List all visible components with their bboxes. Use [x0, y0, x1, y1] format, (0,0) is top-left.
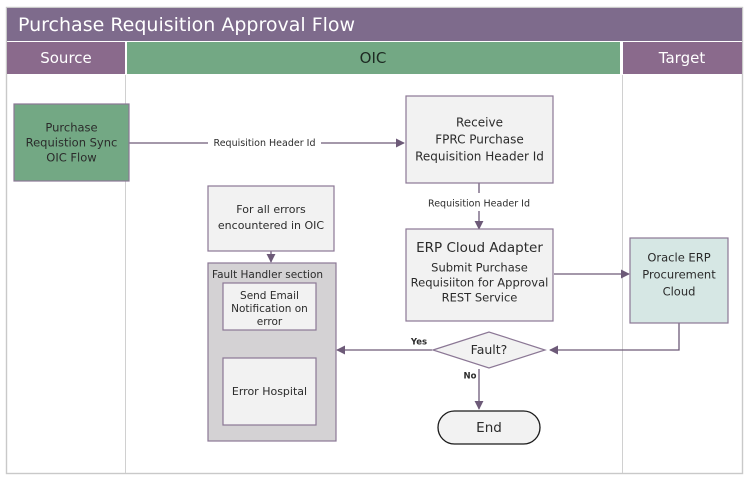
node-source-flow-line-1: Purchase — [45, 121, 97, 135]
node-oracle-erp[interactable]: Oracle ERP Procurement Cloud — [629, 237, 729, 324]
node-receive[interactable]: Receive FPRC Purchase Requisition Header… — [405, 95, 554, 184]
edge-label-requisition-header-id-1: Requisition Header Id — [214, 138, 316, 149]
node-fault-decision-label: Fault? — [471, 342, 508, 357]
node-send-email-line-3: error — [257, 316, 283, 328]
node-error-hospital[interactable]: Error Hospital — [222, 357, 317, 426]
lane-header-target — [623, 42, 742, 74]
node-error-hospital-shape — [222, 357, 317, 426]
node-source-flow[interactable]: Purchase Requistion Sync OIC Flow — [13, 103, 130, 182]
diagram-frame — [5, 6, 744, 475]
edge-label-no: No — [464, 372, 477, 382]
lane-header-source — [7, 42, 125, 74]
node-erp-adapter-line-1: Submit Purchase — [431, 261, 528, 275]
node-all-errors-line-1: For all errors — [236, 203, 306, 216]
node-receive-line-2: FPRC Purchase — [435, 133, 524, 147]
node-send-email-shape — [222, 282, 317, 331]
node-end-shape — [437, 410, 541, 445]
node-fault-decision-shape — [431, 331, 547, 369]
title-bar — [7, 8, 742, 41]
node-send-email-line-2: Notification on — [231, 303, 308, 315]
lane-header-oic — [127, 42, 620, 74]
node-all-errors-shape — [207, 185, 335, 252]
node-all-errors-line-2: encountered in OIC — [218, 219, 324, 232]
node-send-email-line-1: Send Email — [240, 290, 299, 302]
node-erp-adapter-shape — [405, 228, 554, 322]
lane-header-target-label: Target — [658, 49, 706, 67]
node-erp-adapter[interactable]: ERP Cloud Adapter Submit Purchase Requis… — [405, 228, 554, 322]
node-fault-decision[interactable]: Fault? — [431, 331, 547, 369]
node-source-flow-line-3: OIC Flow — [46, 151, 96, 165]
node-error-hospital-line-1: Error Hospital — [232, 385, 307, 398]
edge-label-yes: Yes — [410, 338, 427, 348]
node-oracle-erp-line-3: Cloud — [663, 285, 696, 299]
lane-header-source-label: Source — [40, 49, 92, 67]
node-end-label: End — [476, 420, 502, 436]
node-source-flow-line-2: Requistion Sync — [26, 136, 118, 150]
node-receive-shape — [405, 95, 554, 184]
node-fault-handler-group-label: Fault Handler section — [212, 269, 323, 281]
node-receive-line-3: Requisition Header Id — [415, 150, 544, 164]
edge-label-requisition-header-id-2: Requisition Header Id — [428, 199, 530, 210]
node-source-flow-shape — [13, 103, 130, 182]
node-all-errors[interactable]: For all errors encountered in OIC — [207, 185, 335, 252]
node-erp-adapter-line-3: REST Service — [442, 291, 518, 305]
node-oracle-erp-line-1: Oracle ERP — [647, 251, 710, 265]
node-receive-line-1: Receive — [456, 116, 503, 130]
node-oracle-erp-line-2: Procurement — [642, 268, 716, 282]
lane-header-oic-label: OIC — [360, 49, 387, 67]
node-end[interactable]: End — [437, 410, 541, 445]
edge-oracle-to-fault — [549, 323, 680, 355]
node-send-email[interactable]: Send Email Notification on error — [222, 282, 317, 331]
node-erp-adapter-line-2: Requisiiton for Approval — [411, 276, 549, 290]
diagram-title: Purchase Requisition Approval Flow — [18, 14, 355, 36]
node-erp-adapter-heading: ERP Cloud Adapter — [416, 240, 543, 256]
node-oracle-erp-shape — [629, 237, 729, 324]
